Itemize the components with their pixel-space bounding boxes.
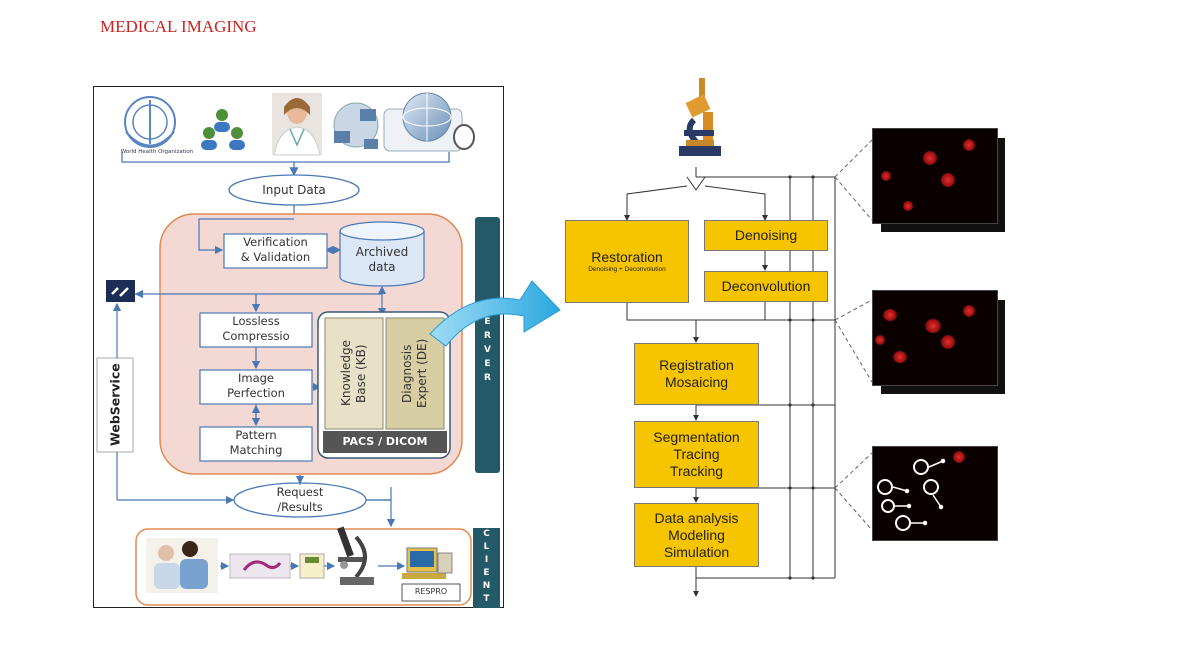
segmentation-line1: Segmentation (653, 429, 740, 445)
cell (941, 335, 955, 349)
cell (963, 139, 975, 151)
de-line1: Diagnosis (400, 344, 414, 403)
request-results-ellipse: Request /Results (234, 485, 366, 515)
restoration-box: Restoration Denoising + Deconvolution (565, 220, 689, 303)
globe-icon (383, 92, 475, 152)
verification-line1: Verification (243, 235, 308, 249)
de-line2: Expert (DE) (415, 338, 429, 409)
lossless-line1: Lossless (232, 314, 280, 328)
server-letter: R (484, 373, 491, 383)
client-letter: N (482, 581, 491, 591)
server-letter: V (484, 345, 491, 355)
image-perfection-box: Image Perfection (200, 371, 312, 401)
analysis-line2: Modeling (668, 526, 725, 543)
cell (893, 351, 907, 363)
server-letter: E (484, 317, 491, 327)
request-line2: /Results (277, 500, 323, 514)
segmentation-line3: Tracking (669, 463, 724, 479)
client-microscope-icon (337, 526, 374, 585)
slide-image (229, 553, 291, 579)
cell (903, 201, 913, 211)
verification-box: Verification & Validation (224, 235, 327, 265)
registration-box: Registration Mosaicing (634, 343, 759, 405)
webservice-box: WebService (97, 358, 133, 452)
client-label: C L I E N T (473, 528, 500, 606)
tracking-image (872, 446, 998, 541)
kb-line1: Knowledge (339, 340, 353, 407)
architecture-graphics (96, 92, 500, 608)
webservice-label: WebService (107, 363, 123, 447)
server-letter: S (484, 303, 491, 313)
cell (925, 319, 941, 333)
deconvolution-box: Deconvolution (704, 271, 828, 302)
lossless-box: Lossless Compressio (200, 314, 312, 344)
pattern-matching-line1: Pattern (235, 428, 277, 442)
architecture-diagram: Input Data World Health Organization Ver… (93, 86, 504, 608)
page-title: MEDICAL IMAGING (100, 17, 257, 36)
server-label: S E R V E R (475, 301, 500, 385)
tracked-cell (895, 515, 911, 531)
cell (881, 171, 891, 181)
image-perfection-line2: Perfection (227, 386, 285, 400)
fluorescence-image-2 (872, 290, 998, 386)
kb-line2: Base (KB) (354, 344, 368, 403)
request-line1: Request (276, 485, 324, 499)
registration-line2: Mosaicing (664, 374, 729, 390)
doctor-photo (272, 93, 322, 156)
cell (953, 451, 965, 463)
archived-data-cylinder: Archived data (340, 245, 424, 275)
server-letter: E (484, 359, 491, 369)
pacs-dicom-label: PACS / DICOM (342, 435, 428, 448)
input-data-label: Input Data (262, 183, 326, 197)
client-letter: L (483, 542, 490, 552)
slide-label-image (299, 553, 325, 579)
cell (941, 173, 955, 187)
client-letter: C (483, 529, 490, 539)
computer-icon (402, 547, 453, 579)
verification-line2: & Validation (240, 250, 311, 264)
client-letter: I (484, 555, 489, 565)
analysis-box: Data analysis Modeling Simulation (634, 503, 759, 567)
archived-line1: Archived (355, 245, 409, 259)
users-icon (201, 109, 245, 150)
network-icon (333, 102, 379, 149)
tracked-cell (877, 479, 893, 495)
lossless-line2: Compressio (222, 329, 290, 343)
fluorescence-image-1 (872, 128, 998, 224)
image-perfection-line1: Image (237, 371, 275, 385)
pattern-matching-box: Pattern Matching (200, 428, 312, 458)
restoration-sublabel: Denoising + Deconvolution (588, 266, 666, 273)
tracked-cell (913, 459, 929, 475)
archived-line2: data (368, 260, 396, 274)
patient-nurse-photo (146, 538, 218, 593)
registration-line1: Registration (659, 357, 734, 373)
respro-label: RESPRO (414, 587, 448, 596)
cell (963, 305, 975, 317)
segmentation-box: Segmentation Tracing Tracking (634, 421, 759, 488)
client-letter: T (483, 594, 490, 604)
server-letter: R (484, 331, 491, 341)
motion-arrows (892, 458, 946, 526)
segmentation-line2: Tracing (673, 446, 720, 462)
analysis-line3: Simulation (663, 543, 730, 560)
microscope-icon (679, 78, 721, 156)
tracked-cell (923, 479, 939, 495)
who-caption: World Health Organization (120, 149, 194, 155)
analysis-line1: Data analysis (654, 509, 739, 526)
tracked-cell (881, 499, 895, 513)
cell (923, 151, 937, 165)
cell (875, 335, 885, 345)
client-letter: E (483, 568, 490, 578)
denoising-box: Denoising (704, 220, 828, 251)
who-logo (124, 96, 176, 148)
cell (883, 309, 897, 321)
restoration-label: Restoration (591, 249, 663, 265)
pattern-matching-line2: Matching (229, 443, 283, 457)
